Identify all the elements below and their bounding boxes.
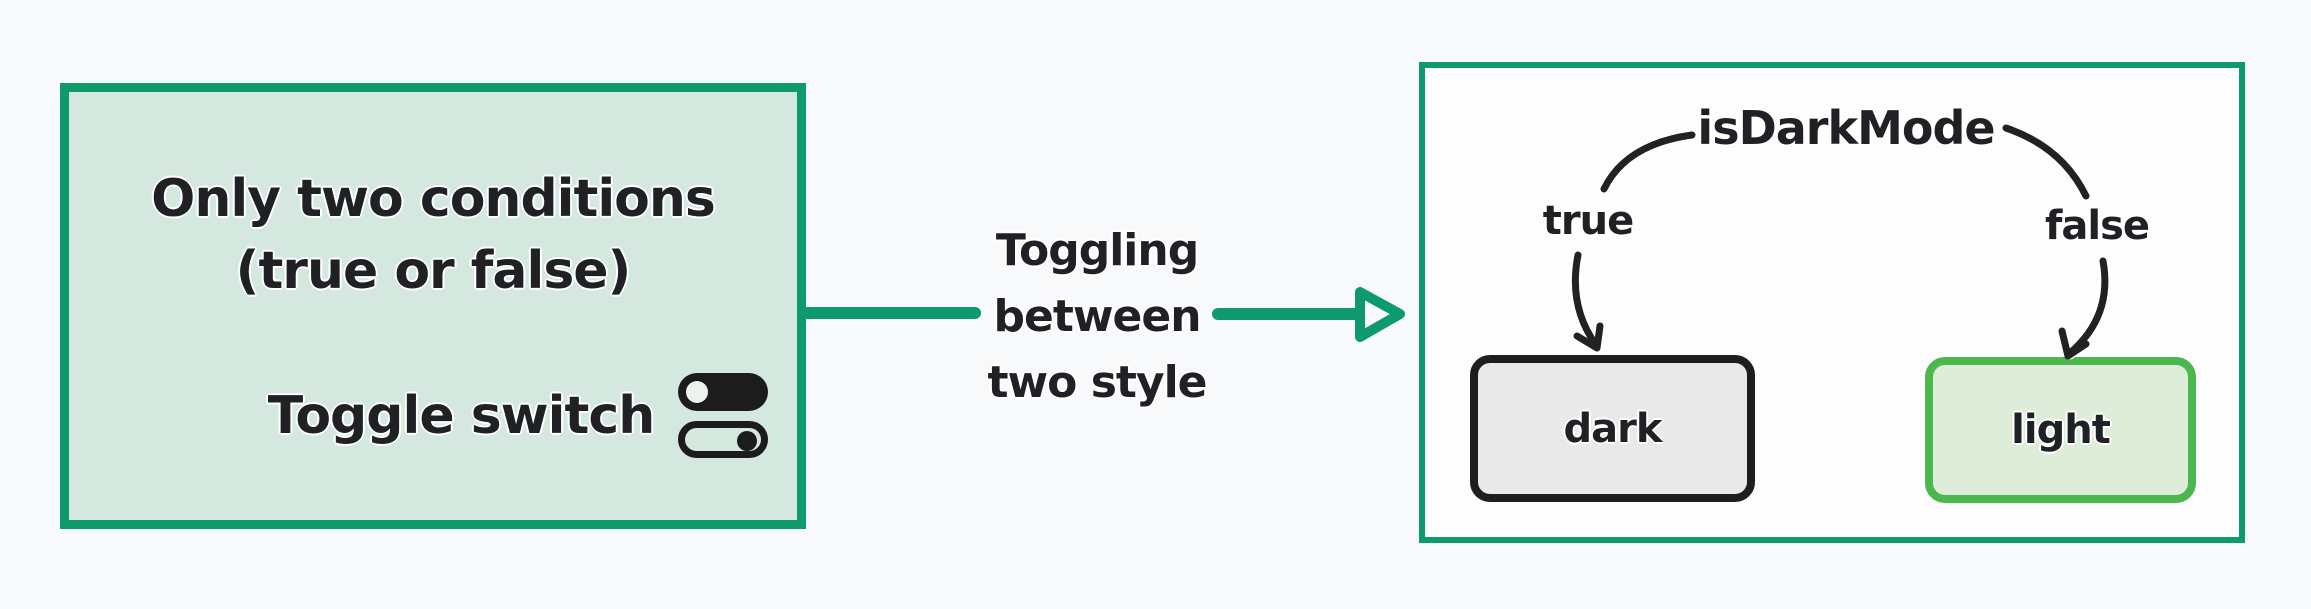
light-state-box: light	[1925, 357, 2196, 503]
toggle-switch-row: Toggle switch	[154, 373, 882, 459]
light-state-label: light	[2011, 407, 2111, 453]
toggling-arrow-label: Toggling between two style	[987, 225, 1207, 408]
toggle-off-knob	[737, 431, 758, 451]
dark-state-box: dark	[1470, 355, 1755, 502]
conditions-line-1: Only two conditions	[151, 169, 716, 229]
branch-label-true: true	[1542, 198, 1634, 244]
toggle-switches-icon	[678, 373, 769, 459]
dark-state-label: dark	[1563, 405, 1663, 452]
branch-label-false: false	[2044, 203, 2150, 249]
conditions-panel: Only two conditions (true or false) Togg…	[60, 83, 806, 529]
conditions-line-2: (true or false)	[235, 241, 632, 301]
toggle-on-icon	[678, 373, 769, 411]
isdarkmode-title: isDarkMode	[1697, 101, 1995, 155]
toggle-off-icon	[678, 421, 769, 458]
toggle-switch-label: Toggle switch	[267, 386, 655, 446]
toggle-on-knob	[686, 381, 709, 403]
